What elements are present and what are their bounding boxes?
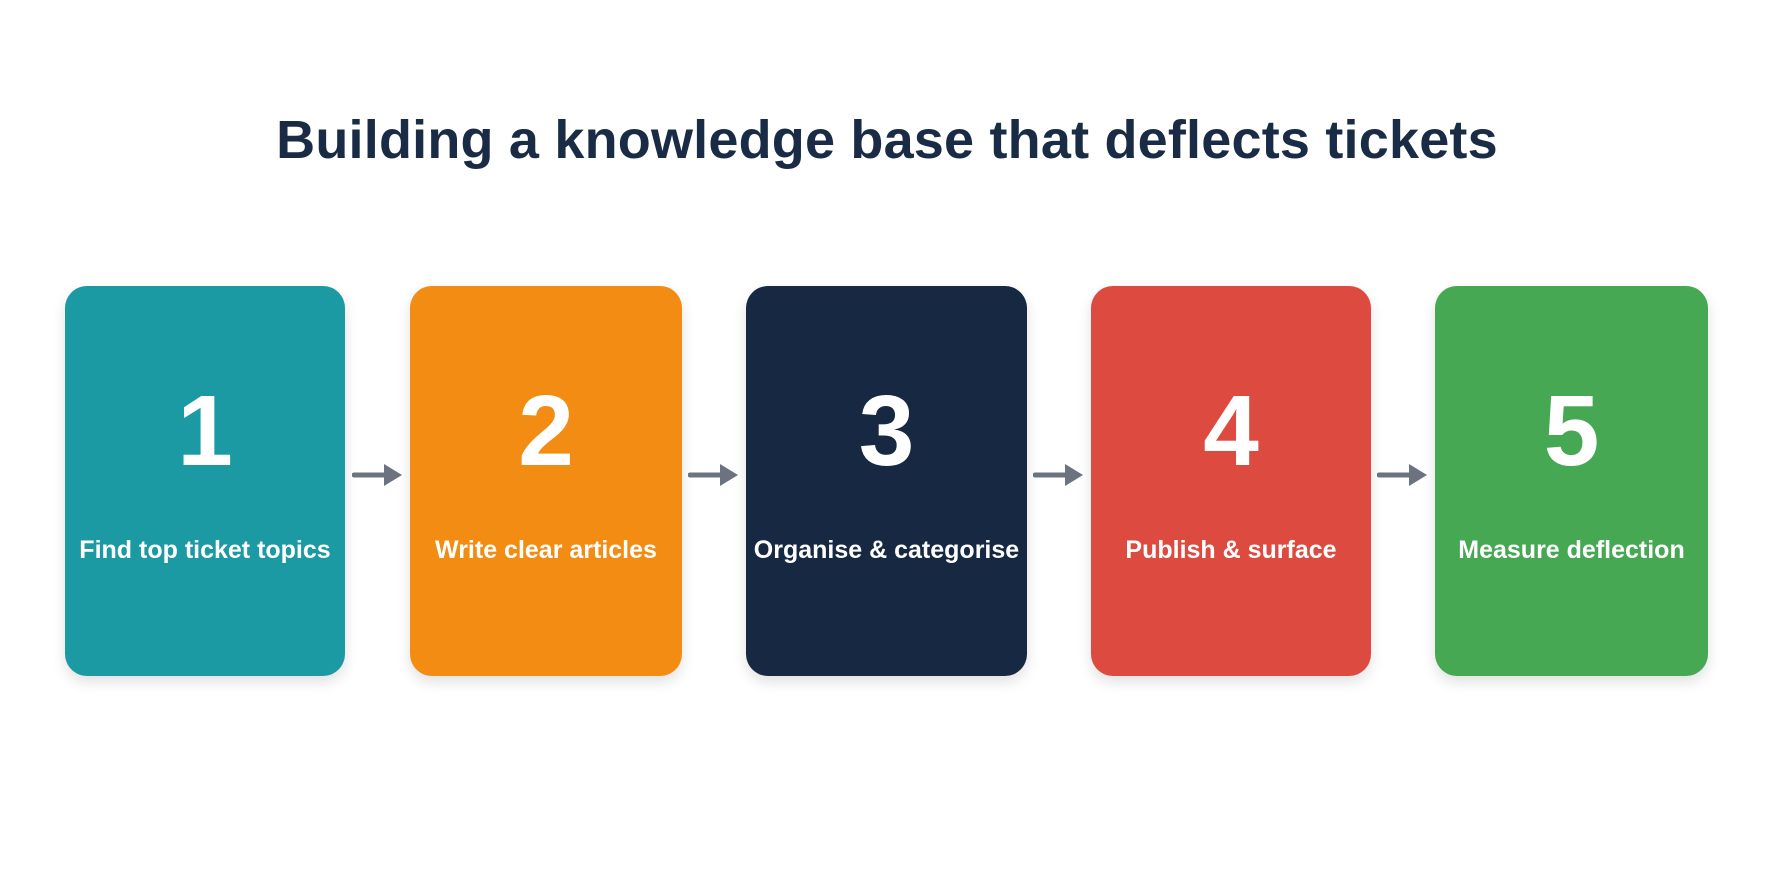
step-label: Write clear articles [435,536,657,564]
step-label: Measure deflection [1458,536,1685,564]
step-number: 3 [858,375,915,487]
step-card-3: 3 Organise & categorise [746,286,1027,676]
step-card-4: 4 Publish & surface [1091,286,1371,676]
arrow-right-icon [1033,464,1083,486]
step-label: Organise & categorise [753,536,1020,564]
step-card-5: 5 Measure deflection [1435,286,1708,676]
step-label: Publish & surface [1125,536,1337,564]
step-number: 2 [518,375,574,487]
step-card-1: 1 Find top ticket topics [65,286,345,676]
page-title: Building a knowledge base that deflects … [276,110,1498,171]
step-label: Find top ticket topics [79,536,331,564]
arrow-right-icon [352,464,402,486]
step-number: 1 [177,375,233,487]
arrow-right-icon [1377,464,1427,486]
arrow-right-icon [688,464,738,486]
step-card-2: 2 Write clear articles [410,286,682,676]
step-number: 5 [1543,375,1600,487]
step-number: 4 [1203,375,1259,487]
